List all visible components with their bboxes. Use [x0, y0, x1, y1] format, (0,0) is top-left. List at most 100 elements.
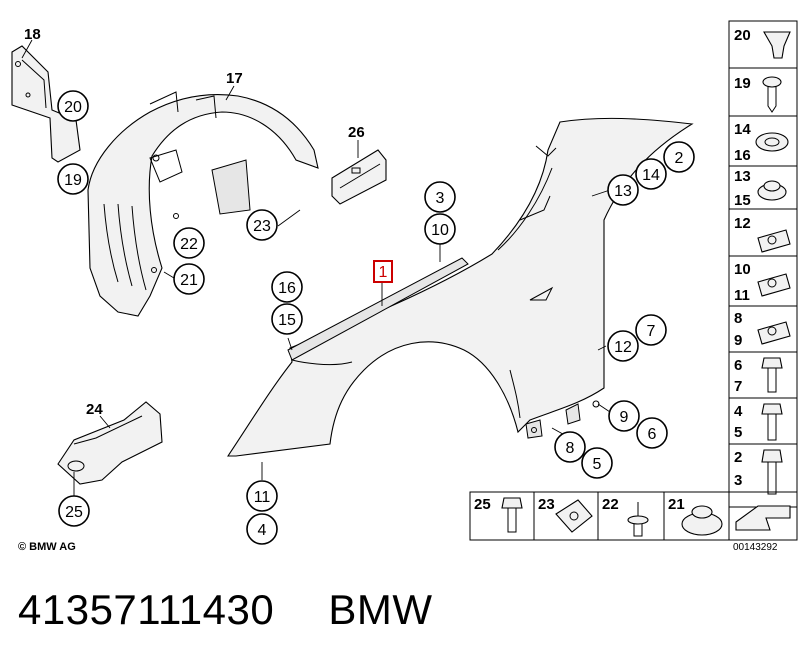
- callout-15-label: 15: [278, 312, 296, 329]
- clip-nut-10-icon: [757, 273, 791, 297]
- callout-19: 19: [57, 163, 89, 195]
- callout-12-label: 12: [614, 339, 632, 356]
- side-legend-5: 5: [734, 424, 742, 441]
- callout-26-label: 26: [348, 124, 365, 141]
- callout-20: 20: [57, 90, 89, 122]
- callout-12: 12: [607, 330, 639, 362]
- callout-10-label: 10: [431, 222, 449, 239]
- bottom-legend-23: 23: [538, 496, 555, 513]
- clip-nut-8-icon: [757, 321, 791, 345]
- callout-10: 10: [424, 213, 456, 245]
- callout-3: 3: [424, 181, 456, 213]
- callout-17-label: 17: [226, 70, 243, 87]
- part-number: 41357111430: [18, 586, 275, 633]
- side-legend-10: 10: [734, 261, 751, 278]
- callout-14-label: 14: [642, 167, 660, 184]
- callout-21: 21: [173, 263, 205, 295]
- callout-22: 22: [173, 227, 205, 259]
- callout-6: 6: [636, 417, 668, 449]
- callout-16-label: 16: [278, 280, 296, 297]
- callout-7: 7: [635, 314, 667, 346]
- callout-5-label: 5: [593, 456, 602, 473]
- clip-20-icon: [763, 31, 791, 59]
- callout-21-label: 21: [180, 272, 198, 289]
- parts-diagram: 18 20 19 17 26 23 22 21 3 10 1 16: [11, 20, 798, 545]
- bolt-4-icon: [761, 403, 783, 441]
- callout-11: 11: [246, 480, 278, 512]
- side-legend-14: 14: [734, 121, 751, 138]
- washer-14-icon: [755, 132, 789, 152]
- callout-25: 25: [58, 495, 90, 527]
- side-legend-20: 20: [734, 27, 751, 44]
- nut-13-icon: [757, 180, 787, 201]
- side-legend-11: 11: [734, 287, 750, 304]
- callout-9-label: 9: [620, 409, 629, 426]
- diagram-number: 00143292: [733, 542, 778, 553]
- side-legend-8: 8: [734, 310, 742, 327]
- nut-21-icon: [681, 505, 723, 536]
- part-18-bracket: [11, 39, 81, 163]
- callout-22-label: 22: [180, 236, 198, 253]
- footer: 41357111430 BMW: [18, 586, 788, 646]
- push-rivet-22-icon: [627, 502, 649, 537]
- callout-3-label: 3: [436, 190, 445, 207]
- callout-2: 2: [663, 141, 695, 173]
- bottom-legend-22: 22: [602, 496, 619, 513]
- arrow-icon: [735, 505, 791, 531]
- side-legend-2: 2: [734, 449, 742, 466]
- side-legend-3: 3: [734, 472, 742, 489]
- part-1-moulding-strip: [287, 257, 469, 361]
- side-legend-13: 13: [734, 168, 751, 185]
- callout-13-label: 13: [614, 183, 632, 200]
- callout-19-label: 19: [64, 172, 82, 189]
- clip-nut-12-icon: [757, 229, 791, 253]
- side-legend-4: 4: [734, 403, 743, 420]
- callout-4: 4: [246, 513, 278, 545]
- callout-18: 18: [24, 26, 41, 43]
- callout-9: 9: [608, 400, 640, 432]
- side-legend-16: 16: [734, 147, 751, 164]
- bolt-2-icon: [761, 449, 783, 495]
- callout-25-label: 25: [65, 504, 83, 521]
- callout-11-label: 11: [254, 489, 271, 506]
- bottom-legend: 25 23 22 21: [469, 491, 798, 541]
- part-26-clip-plate: [331, 140, 387, 205]
- callout-15: 15: [271, 303, 303, 335]
- callout-23: 23: [246, 209, 278, 241]
- callout-8-label: 8: [566, 440, 575, 457]
- bottom-legend-21: 21: [668, 496, 685, 513]
- side-legend-6: 6: [734, 357, 742, 374]
- side-legend-7: 7: [734, 378, 742, 395]
- callout-1-highlighted: 1: [373, 260, 393, 283]
- callout-13: 13: [607, 174, 639, 206]
- screw-19-icon: [762, 76, 782, 113]
- side-legend-15: 15: [734, 192, 751, 209]
- leader-lines: [163, 189, 611, 480]
- bolt-25-icon: [501, 497, 523, 533]
- callout-7-label: 7: [647, 323, 656, 340]
- part-24-bracket: [57, 401, 163, 496]
- callout-24: 24: [86, 401, 103, 418]
- callout-8: 8: [554, 431, 586, 463]
- callout-14: 14: [635, 158, 667, 190]
- callout-26: 26: [348, 124, 365, 141]
- callout-4-label: 4: [258, 522, 267, 539]
- side-legend: 20 19 14 16 13 15 12 10 11 8: [728, 20, 798, 508]
- callout-17: 17: [226, 70, 243, 87]
- callout-16: 16: [271, 271, 303, 303]
- callout-20-label: 20: [64, 99, 82, 116]
- copyright-text: © BMW AG: [18, 541, 76, 553]
- callout-18-label: 18: [24, 26, 41, 43]
- bottom-legend-25: 25: [474, 496, 491, 513]
- side-legend-9: 9: [734, 332, 742, 349]
- callout-5: 5: [581, 447, 613, 479]
- clip-23-icon: [555, 499, 593, 533]
- side-legend-19: 19: [734, 75, 751, 92]
- callout-1-label: 1: [379, 264, 388, 281]
- side-legend-12: 12: [734, 215, 751, 232]
- brand-name: BMW: [328, 586, 433, 633]
- callout-24-label: 24: [86, 401, 103, 418]
- callout-6-label: 6: [648, 426, 657, 443]
- part-17-wheel-arch-liner: [87, 85, 319, 317]
- bolt-6-icon: [761, 357, 783, 393]
